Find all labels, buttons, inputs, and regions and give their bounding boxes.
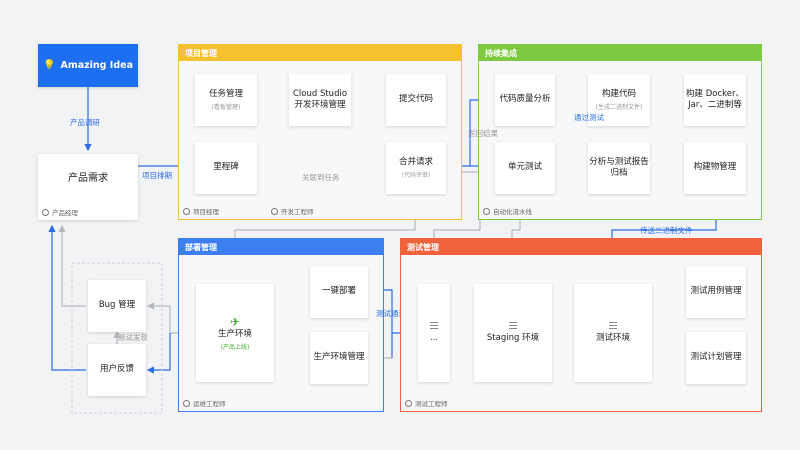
arrow-user-to-product: [48, 224, 86, 371]
product-node[interactable]: 产品需求 产品经理: [38, 154, 138, 220]
product-role: 产品经理: [42, 207, 78, 217]
test-role: 测试工程师: [405, 398, 448, 408]
project-header: 项目管理: [179, 45, 461, 61]
user-icon: [271, 207, 278, 215]
unit-test-node[interactable]: 单元测试: [495, 142, 555, 194]
user-feedback-node[interactable]: 用户反馈: [88, 344, 146, 396]
user-icon: [183, 399, 190, 407]
deploy-role: 运维工程师: [183, 398, 226, 408]
test-header: 测试管理: [401, 239, 761, 255]
product-title: 产品需求: [68, 173, 108, 184]
test-env-node[interactable]: 测试环境: [574, 284, 652, 382]
user-icon: [405, 399, 412, 407]
ci-role: 自动化流水线: [483, 206, 532, 216]
label-link-task: 关联到任务: [302, 173, 340, 182]
one-click-deploy-node[interactable]: 一键部署: [310, 266, 368, 318]
docker-node[interactable]: 构建 Docker、Jar、二进制等: [684, 74, 746, 126]
list-icon: [509, 321, 517, 330]
airplane-icon: ✈: [229, 314, 241, 329]
arrow-prod-to-user: [146, 333, 171, 374]
prod-env-mgmt-node[interactable]: 生产环境管理: [310, 332, 368, 384]
user-icon: [42, 208, 49, 216]
deploy-header: 部署管理: [179, 239, 383, 255]
prod-node[interactable]: ✈ 生产环境 (产品上线): [196, 284, 274, 382]
quality-node[interactable]: 代码质量分析: [495, 74, 555, 126]
staging-node[interactable]: Staging 环境: [474, 284, 552, 382]
cloud-studio-node[interactable]: Cloud Studio 开发环境管理: [289, 74, 351, 126]
test-dots-node[interactable]: ...: [418, 284, 450, 382]
project-role-pm: 项目经理: [183, 206, 219, 216]
project-role-dev: 开发工程师: [271, 206, 314, 216]
idea-node[interactable]: 💡 Amazing Idea: [38, 44, 138, 87]
feedback-frame: [71, 262, 163, 414]
list-icon: [430, 321, 438, 330]
list-icon: [609, 321, 617, 330]
report-node[interactable]: 分析与测试报告归档: [588, 142, 650, 194]
label-test-found: 测试发现: [118, 333, 148, 342]
idea-label: Amazing Idea: [60, 60, 133, 71]
merge-node[interactable]: 合并请求(代码评审): [386, 142, 446, 194]
pipeline-icon: [483, 207, 490, 215]
label-send-binary: 传送二进制文件: [640, 226, 693, 235]
milestone-node[interactable]: 里程碑: [195, 142, 257, 194]
artifact-node[interactable]: 构建物管理: [684, 142, 746, 194]
arrow-bug-to-product: [58, 224, 86, 307]
lightbulb-icon: 💡: [43, 60, 56, 71]
test-case-node[interactable]: 测试用例管理: [686, 266, 746, 318]
build-node[interactable]: 构建代码(生成二进制文件): [588, 74, 650, 126]
label-test-pass: 测试通过: [376, 309, 406, 318]
label-return-result: 返回结果: [468, 129, 498, 138]
task-node[interactable]: 任务管理(看板管理): [195, 74, 257, 126]
user-icon: [183, 207, 190, 215]
bug-node[interactable]: Bug 管理: [88, 280, 146, 332]
commit-node[interactable]: 提交代码: [386, 74, 446, 126]
label-schedule: 项目排期: [142, 171, 172, 180]
label-research: 产品调研: [70, 118, 100, 127]
test-plan-node[interactable]: 测试计划管理: [686, 332, 746, 384]
label-pass-test: 通过测试: [574, 113, 604, 122]
ci-header: 持续集成: [479, 45, 761, 61]
